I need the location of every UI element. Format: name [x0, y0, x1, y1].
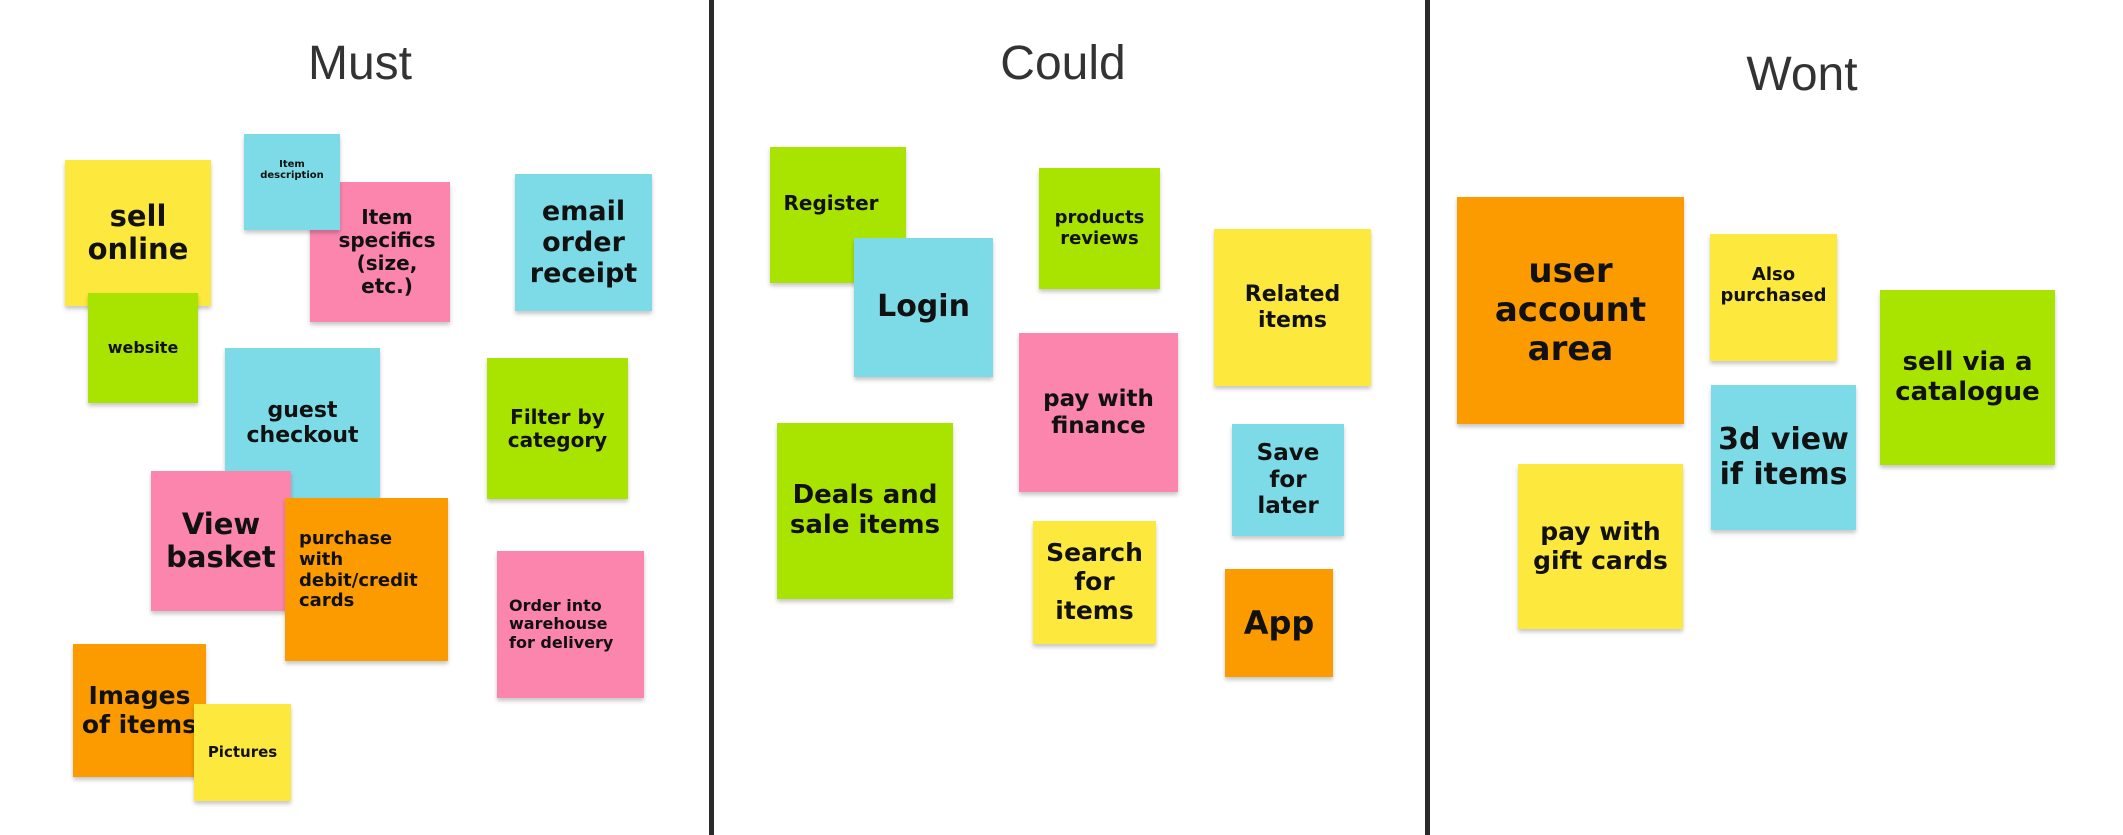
sticky-note-email-order-receipt[interactable]: email order receipt: [515, 174, 652, 311]
sticky-note-related-items[interactable]: Related items: [1214, 229, 1371, 386]
sticky-note-order-into-warehouse[interactable]: Order into warehouse for delivery: [497, 551, 644, 698]
sticky-note-user-account-area[interactable]: user account area: [1457, 197, 1684, 424]
could-column: Could Register Login products reviews Re…: [714, 0, 1425, 835]
must-column-title: Must: [307, 37, 413, 90]
sticky-note-item-description[interactable]: Item description: [244, 134, 340, 230]
sticky-note-view-basket[interactable]: View basket: [151, 471, 291, 611]
sticky-note-login[interactable]: Login: [854, 238, 993, 377]
column-divider: [709, 0, 714, 835]
sticky-note-sell-online[interactable]: sell online: [65, 160, 211, 306]
sticky-note-3d-view-if-items[interactable]: 3d view if items: [1711, 385, 1856, 530]
sticky-note-pay-with-finance[interactable]: pay with finance: [1019, 333, 1178, 492]
sticky-note-deals-and-sale-items[interactable]: Deals and sale items: [777, 423, 953, 599]
wont-column-title: Wont: [1746, 48, 1858, 101]
sticky-note-sell-via-a-catalogue[interactable]: sell via a catalogue: [1880, 290, 2055, 465]
must-column: Must sell online website Item specifics …: [0, 0, 709, 835]
sticky-note-products-reviews[interactable]: products reviews: [1039, 168, 1160, 289]
sticky-note-also-purchased[interactable]: Also purchased: [1710, 234, 1837, 361]
sticky-note-pictures[interactable]: Pictures: [194, 704, 291, 801]
sticky-note-purchase-with-cards[interactable]: purchase with debit/credit cards: [285, 498, 448, 661]
column-divider: [1425, 0, 1430, 835]
wont-column: Wont user account area Also purchased se…: [1430, 0, 2123, 835]
sticky-note-app[interactable]: App: [1225, 569, 1333, 677]
sticky-note-search-for-items[interactable]: Search for items: [1033, 521, 1156, 644]
sticky-note-pay-with-gift-cards[interactable]: pay with gift cards: [1518, 464, 1683, 629]
sticky-note-save-for-later[interactable]: Save for later: [1232, 424, 1344, 536]
sticky-note-website[interactable]: website: [88, 293, 198, 403]
sticky-note-images-of-items[interactable]: Images of items: [73, 644, 206, 777]
sticky-note-guest-checkout[interactable]: guest checkout: [225, 348, 380, 498]
sticky-note-filter-by-category[interactable]: Filter by category: [487, 358, 628, 499]
could-column-title: Could: [1000, 37, 1126, 90]
